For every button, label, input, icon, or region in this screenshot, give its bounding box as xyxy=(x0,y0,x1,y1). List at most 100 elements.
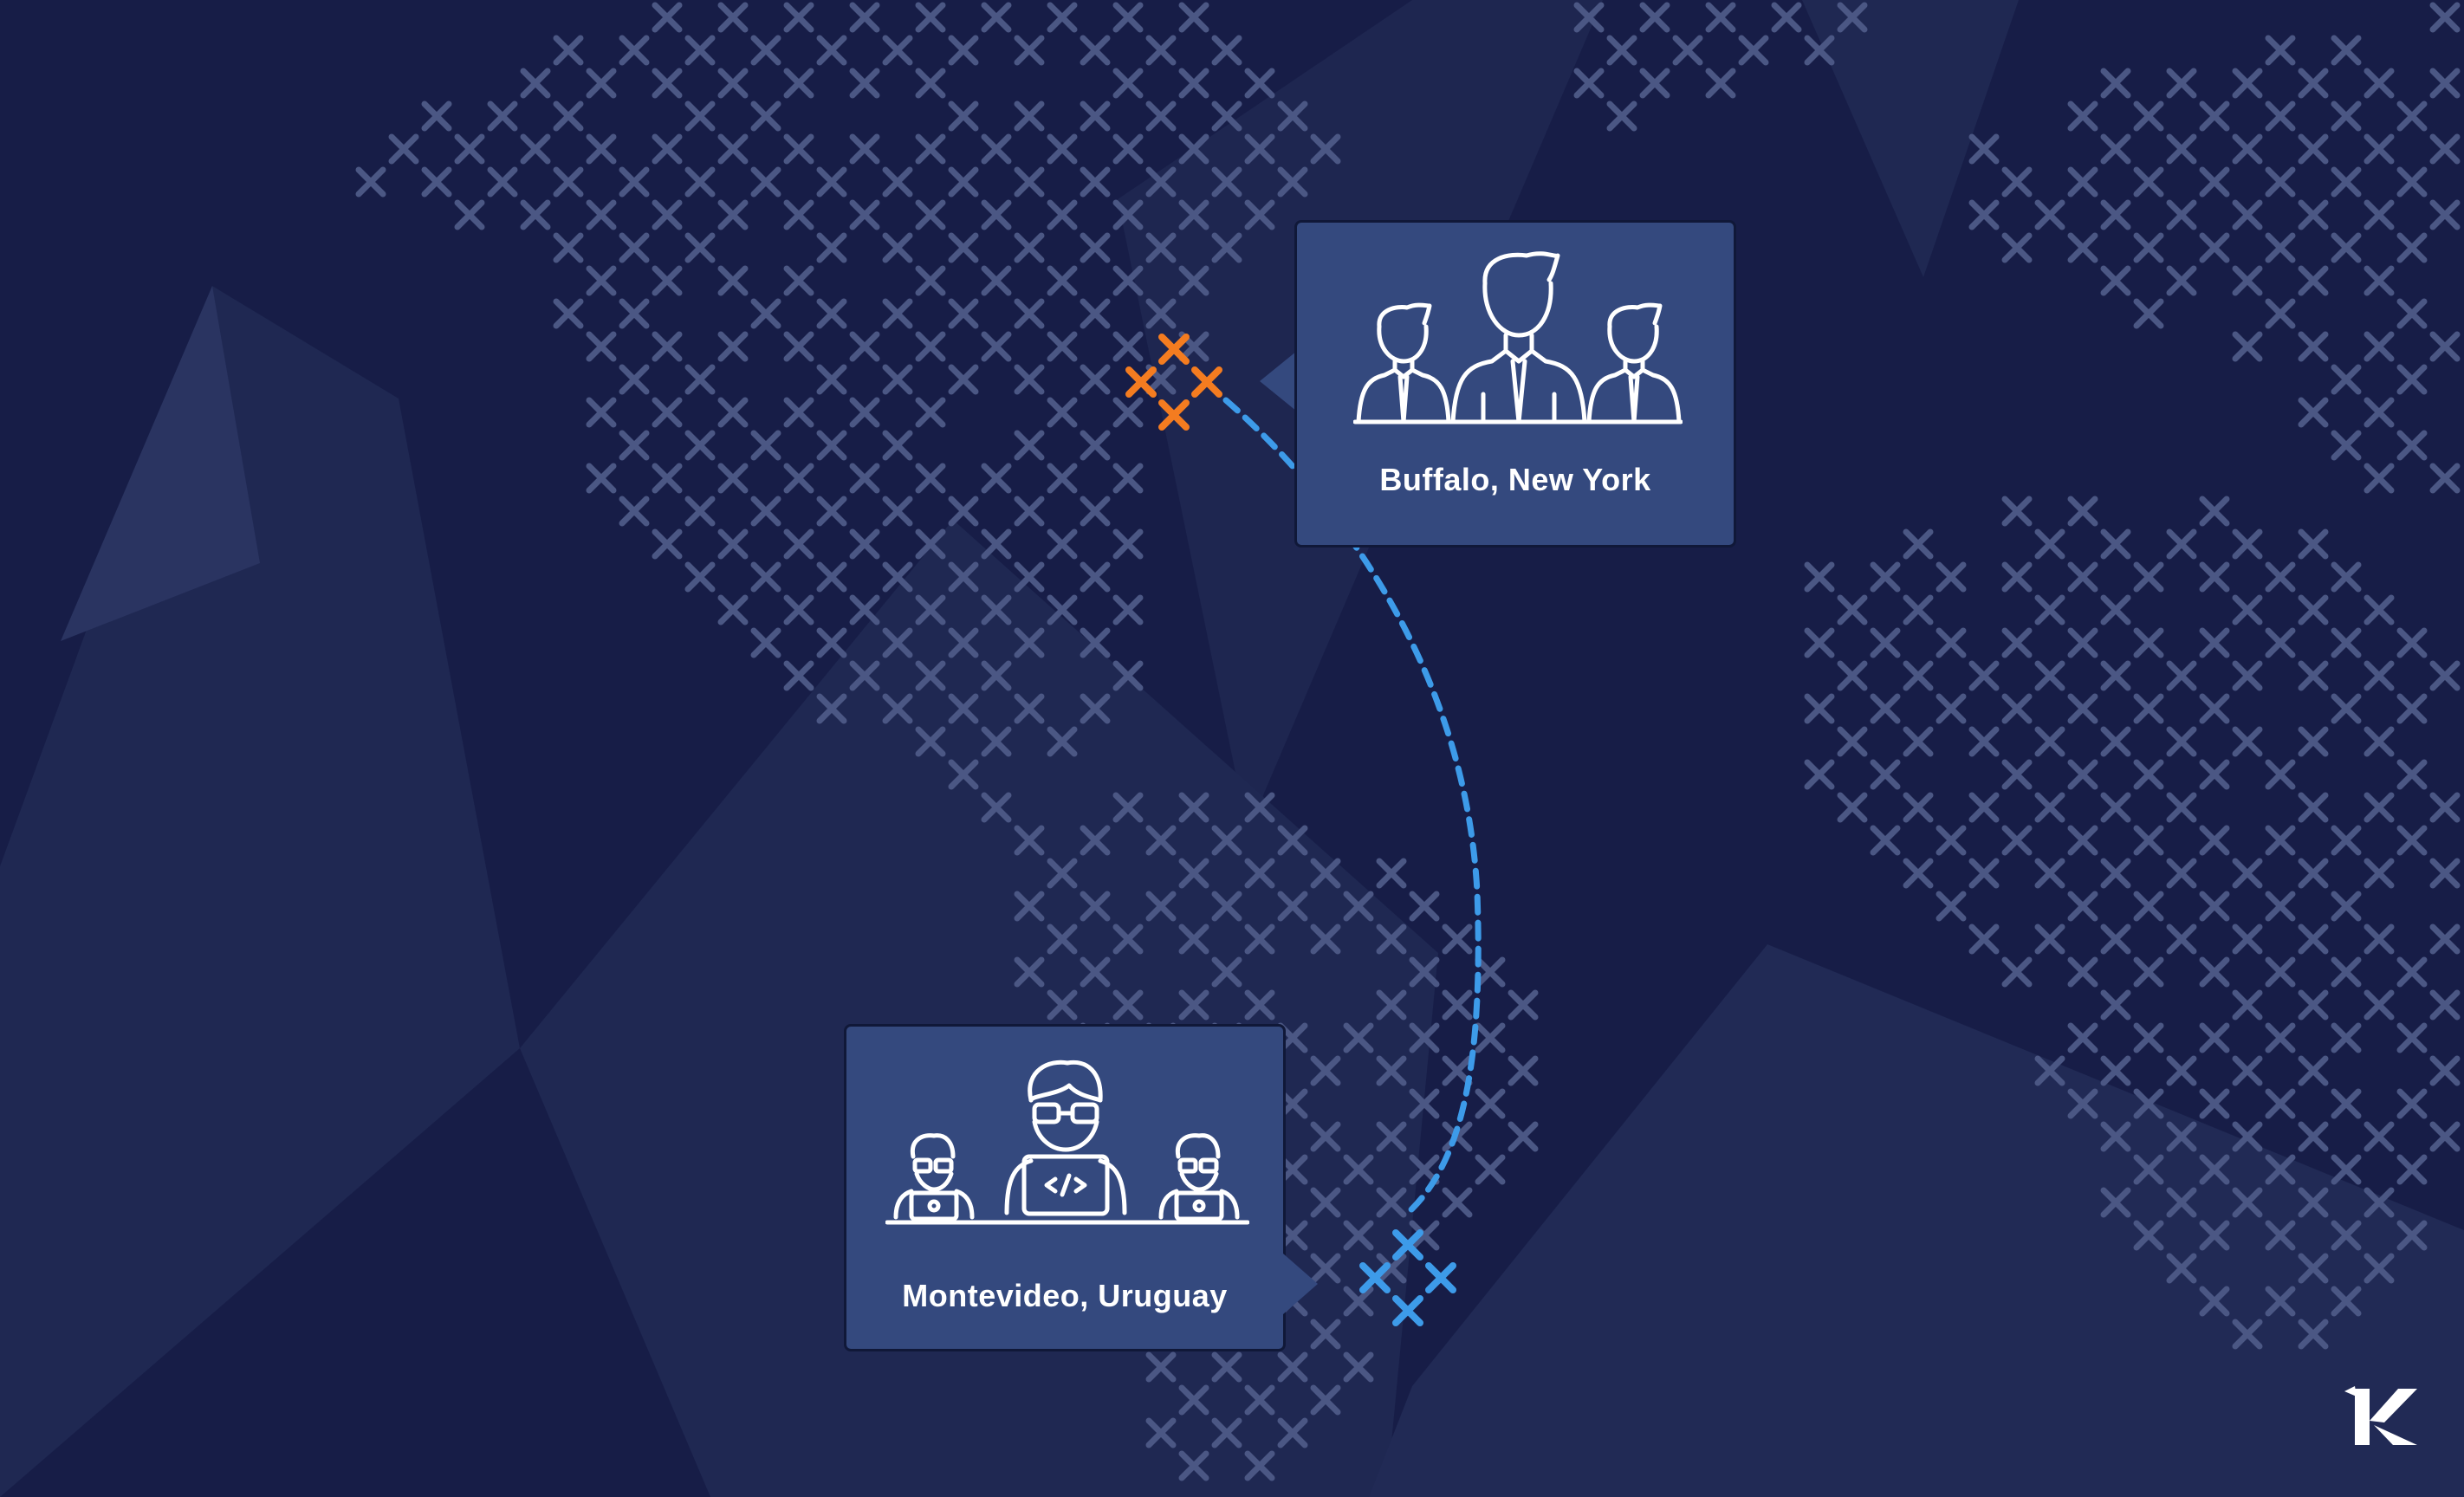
land-cross-marker xyxy=(1475,956,1506,988)
land-cross-marker xyxy=(816,35,847,66)
land-cross-marker xyxy=(717,2,749,33)
land-cross-marker xyxy=(2199,561,2230,593)
land-cross-marker xyxy=(783,2,814,33)
land-cross-marker xyxy=(2298,133,2329,165)
land-cross-marker xyxy=(2100,594,2131,625)
land-cross-marker xyxy=(652,331,683,362)
land-cross-marker xyxy=(1047,989,1078,1021)
land-cross-marker xyxy=(2429,2,2461,33)
land-cross-marker xyxy=(1837,726,1868,757)
land-cross-marker xyxy=(783,660,814,691)
land-cross-marker xyxy=(2001,693,2033,724)
land-cross-marker xyxy=(717,331,749,362)
land-cross-marker xyxy=(1343,1351,1374,1383)
land-cross-marker xyxy=(816,298,847,329)
land-cross-marker xyxy=(1870,825,1901,856)
land-cross-marker xyxy=(2133,693,2164,724)
land-cross-marker xyxy=(2232,594,2263,625)
land-cross-marker xyxy=(553,298,584,329)
land-cross-marker xyxy=(1014,561,1045,593)
land-cross-marker xyxy=(816,561,847,593)
buffalo-callout-pointer xyxy=(1260,353,1294,410)
land-cross-marker xyxy=(2298,858,2329,889)
land-cross-marker xyxy=(684,35,716,66)
land-cross-marker xyxy=(2232,133,2263,165)
land-cross-marker xyxy=(619,35,650,66)
land-cross-marker xyxy=(948,35,979,66)
land-cross-marker xyxy=(849,463,880,494)
land-cross-marker xyxy=(1376,989,1407,1021)
land-cross-marker xyxy=(2100,528,2131,560)
land-cross-marker xyxy=(2199,1286,2230,1317)
land-cross-marker xyxy=(2067,891,2098,922)
land-cross-marker xyxy=(2232,199,2263,230)
land-cross-marker xyxy=(1837,594,1868,625)
land-cross-marker xyxy=(2396,1220,2428,1251)
land-cross-marker xyxy=(1639,68,1670,99)
land-cross-marker xyxy=(2199,100,2230,132)
land-cross-marker xyxy=(2363,199,2395,230)
land-cross-marker xyxy=(1211,825,1242,856)
land-cross-marker xyxy=(2396,627,2428,658)
land-cross-marker xyxy=(1014,430,1045,461)
land-cross-marker xyxy=(2067,496,2098,527)
land-cross-marker xyxy=(1080,166,1111,198)
land-cross-marker xyxy=(2133,891,2164,922)
land-cross-marker xyxy=(1014,891,1045,922)
land-cross-marker xyxy=(1211,1351,1242,1383)
land-cross-marker xyxy=(2298,1121,2329,1152)
land-cross-marker xyxy=(2166,528,2197,560)
land-cross-marker xyxy=(1968,792,2000,823)
land-cross-marker xyxy=(1014,825,1045,856)
montevideo-marker-cluster xyxy=(1359,1229,1456,1326)
land-cross-marker xyxy=(1343,1022,1374,1053)
montevideo-callout[interactable]: Montevideo, Uruguay xyxy=(844,1024,1318,1351)
land-cross-marker xyxy=(2166,726,2197,757)
land-cross-marker xyxy=(2396,1154,2428,1185)
land-cross-marker xyxy=(1277,891,1308,922)
land-cross-marker xyxy=(684,496,716,527)
land-cross-marker xyxy=(1178,989,1209,1021)
land-cross-marker xyxy=(2331,891,2362,922)
land-cross-marker xyxy=(2166,199,2197,230)
land-cross-marker xyxy=(652,133,683,165)
land-cross-marker xyxy=(2034,923,2065,955)
land-cross-marker xyxy=(2363,397,2395,428)
land-cross-marker xyxy=(2166,265,2197,296)
land-cross-marker xyxy=(2100,68,2131,99)
land-cross-marker xyxy=(1211,166,1242,198)
land-cross-marker xyxy=(2396,956,2428,988)
buffalo-location-label: Buffalo, New York xyxy=(1379,462,1651,497)
land-cross-marker xyxy=(2396,364,2428,395)
land-cross-marker xyxy=(652,199,683,230)
land-cross-marker xyxy=(2429,1055,2461,1086)
land-cross-marker xyxy=(2396,430,2428,461)
land-cross-marker xyxy=(1606,35,1637,66)
land-cross-marker xyxy=(2166,923,2197,955)
land-cross-marker xyxy=(915,133,946,165)
land-cross-marker xyxy=(2396,1022,2428,1053)
land-cross-marker xyxy=(2166,858,2197,889)
land-cross-marker xyxy=(586,331,617,362)
land-cross-marker xyxy=(2133,1088,2164,1119)
land-cross-marker xyxy=(981,199,1012,230)
land-cross-marker xyxy=(2001,627,2033,658)
land-cross-marker xyxy=(1014,232,1045,263)
land-cross-marker xyxy=(1837,792,1868,823)
land-cross-marker xyxy=(2331,430,2362,461)
land-cross-marker xyxy=(1145,891,1177,922)
land-cross-marker xyxy=(421,100,452,132)
land-cross-marker xyxy=(1047,265,1078,296)
land-cross-marker xyxy=(2265,1154,2296,1185)
land-cross-marker xyxy=(2363,594,2395,625)
land-cross-marker xyxy=(586,133,617,165)
land-cross-marker xyxy=(1870,693,1901,724)
land-cross-marker xyxy=(1047,923,1078,955)
buffalo-callout[interactable]: Buffalo, New York xyxy=(1260,220,1736,548)
land-cross-marker xyxy=(1014,496,1045,527)
land-cross-marker xyxy=(2396,693,2428,724)
land-cross-marker xyxy=(2067,232,2098,263)
land-cross-marker xyxy=(2067,825,2098,856)
land-cross-marker xyxy=(2396,825,2428,856)
team-of-three-people-icon xyxy=(1353,251,1683,424)
